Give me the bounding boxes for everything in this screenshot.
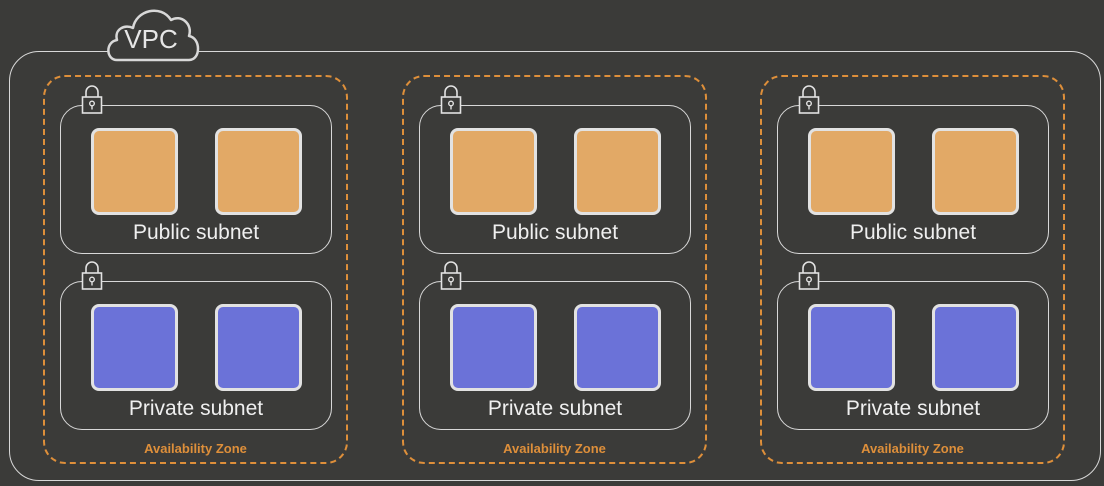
public-instance: [215, 128, 302, 215]
public-instance: [932, 128, 1019, 215]
private-instance: [932, 304, 1019, 391]
private-subnet-label: Private subnet: [845, 397, 981, 420]
public-subnet: Public subnet: [60, 85, 332, 254]
lock-icon: [81, 85, 103, 114]
availability-zone-label: Availability Zone: [861, 441, 964, 456]
lock-icon: [81, 261, 103, 290]
private-instance: [808, 304, 895, 391]
lock-icon: [798, 85, 820, 114]
public-subnet-label: Public subnet: [491, 221, 619, 244]
private-subnet: Private subnet: [777, 261, 1049, 430]
availability-zone-label: Availability Zone: [144, 441, 247, 456]
private-subnet-label: Private subnet: [128, 397, 264, 420]
public-subnet: Public subnet: [419, 85, 691, 254]
availability-zone-3: Public subnet Private subnet Availabilit…: [760, 75, 1065, 464]
availability-zone-1: Public subnet Private subnet Availabilit…: [43, 75, 348, 464]
public-subnet-label: Public subnet: [132, 221, 260, 244]
lock-icon: [440, 85, 462, 114]
vpc-container: [9, 51, 1101, 481]
availability-zone-label: Availability Zone: [503, 441, 606, 456]
lock-icon: [440, 261, 462, 290]
cloud-icon: [107, 9, 200, 62]
private-subnet: Private subnet: [60, 261, 332, 430]
private-subnet: Private subnet: [419, 261, 691, 430]
lock-icon: [798, 261, 820, 290]
public-instance: [574, 128, 661, 215]
public-instance: [808, 128, 895, 215]
private-subnet-label: Private subnet: [487, 397, 623, 420]
private-instance: [450, 304, 537, 391]
public-instance: [91, 128, 178, 215]
private-instance: [574, 304, 661, 391]
public-subnet: Public subnet: [777, 85, 1049, 254]
public-instance: [450, 128, 537, 215]
public-subnet-label: Public subnet: [849, 221, 977, 244]
availability-zone-2: Public subnet Private subnet Availabilit…: [402, 75, 707, 464]
private-instance: [91, 304, 178, 391]
vpc-label: VPC: [124, 24, 178, 54]
private-instance: [215, 304, 302, 391]
